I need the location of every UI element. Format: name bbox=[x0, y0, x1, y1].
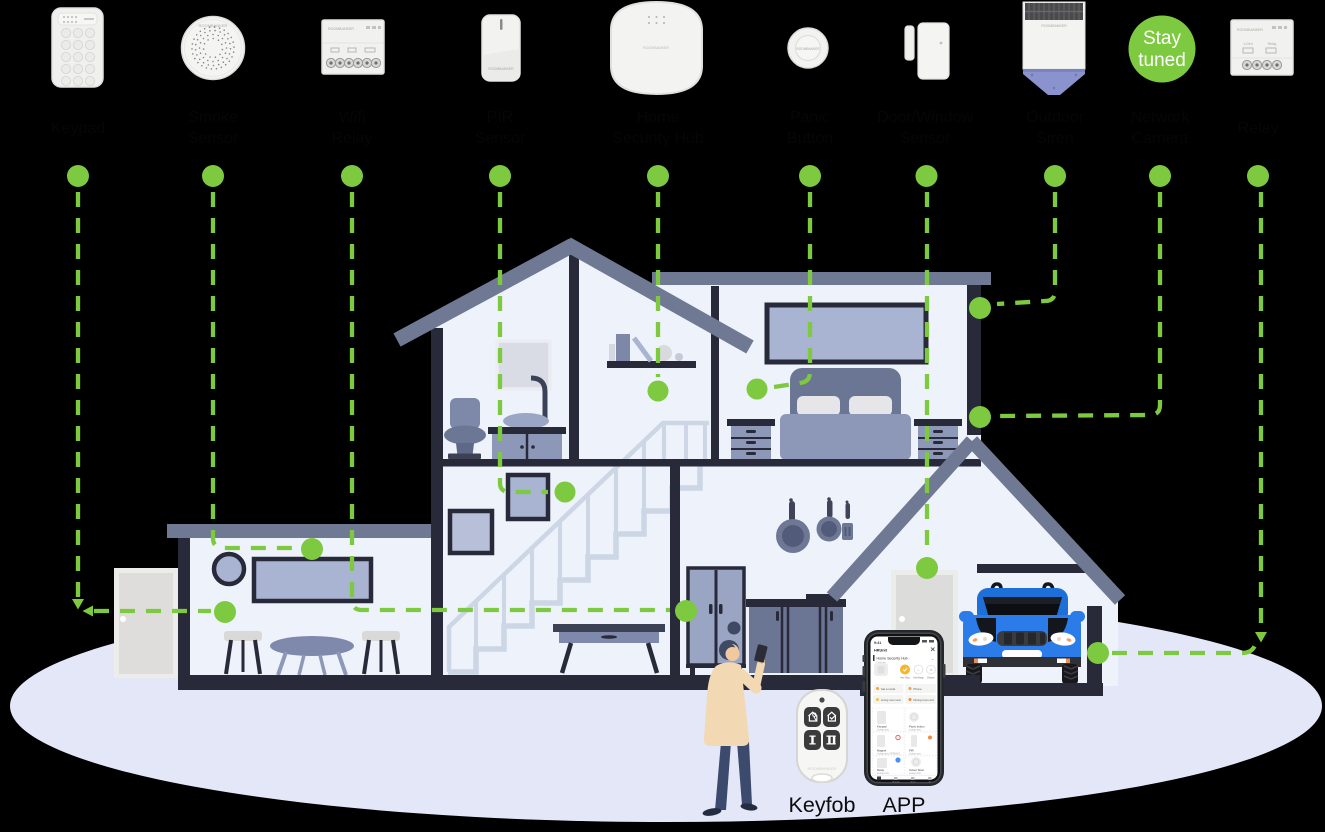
svg-text:ROOMBANKER: ROOMBANKER bbox=[1237, 28, 1263, 32]
svg-text:Sensor: Sensor bbox=[475, 130, 526, 147]
svg-text:Camera: Camera bbox=[1132, 130, 1189, 147]
svg-text:ROOMBANKER: ROOMBANKER bbox=[808, 766, 837, 771]
svg-text:Stay: Stay bbox=[1143, 28, 1182, 49]
svg-text:Scene: Scene bbox=[910, 782, 915, 784]
svg-text:Relay: Relay bbox=[877, 768, 885, 772]
svg-text:Keypad: Keypad bbox=[51, 120, 105, 137]
svg-text:Relay: Relay bbox=[332, 130, 373, 147]
svg-text:PIR: PIR bbox=[909, 749, 914, 753]
svg-text:⌄: ⌄ bbox=[931, 656, 934, 661]
svg-text:Home: Home bbox=[637, 109, 680, 126]
svg-text:APP: APP bbox=[882, 793, 925, 817]
svg-text:PIR: PIR bbox=[487, 109, 514, 126]
svg-text:Living room: Living room bbox=[909, 729, 921, 732]
svg-text:ROOMBANKER: ROOMBANKER bbox=[643, 46, 669, 50]
svg-text:Message: Message bbox=[892, 782, 899, 784]
svg-text:!: ! bbox=[898, 736, 899, 740]
svg-text:9:41: 9:41 bbox=[874, 641, 881, 645]
svg-text:Disarm: Disarm bbox=[927, 677, 935, 680]
svg-text:Living room: Living room bbox=[909, 753, 921, 756]
svg-text:HRUnit: HRUnit bbox=[874, 649, 888, 653]
svg-text:⌂: ⌂ bbox=[918, 668, 920, 672]
svg-text:Phone: Phone bbox=[914, 687, 923, 691]
svg-text:Home Security Hub: Home Security Hub bbox=[877, 657, 908, 661]
svg-text:Devices: Devices bbox=[877, 661, 887, 665]
svg-text:ROOMBANKER: ROOMBANKER bbox=[796, 47, 820, 51]
svg-text:1-Gen: 1-Gen bbox=[1243, 42, 1253, 46]
svg-text:Keypad: Keypad bbox=[877, 725, 887, 729]
svg-text:Siren: Siren bbox=[1036, 130, 1073, 147]
svg-text:ROOMBANKER: ROOMBANKER bbox=[488, 67, 514, 71]
svg-text:Living room: Living room bbox=[877, 772, 889, 775]
svg-text:tuned: tuned bbox=[1138, 50, 1186, 71]
svg-text:Relay: Relay bbox=[1268, 42, 1277, 46]
svg-text:Keyfob: Keyfob bbox=[789, 793, 856, 817]
svg-text:Living room: Living room bbox=[909, 772, 921, 775]
svg-text:Sensor: Sensor bbox=[188, 130, 239, 147]
svg-text:Living room OPENING...: Living room OPENING... bbox=[877, 753, 902, 756]
svg-text:Indoor Siren: Indoor Siren bbox=[909, 768, 925, 772]
svg-text:Anti Stay: Anti Stay bbox=[900, 677, 910, 680]
svg-text:Outdoor: Outdoor bbox=[1026, 109, 1084, 126]
svg-text:Sensor: Sensor bbox=[900, 130, 951, 147]
svg-text:Me: Me bbox=[929, 782, 932, 784]
svg-text:Network: Network bbox=[1131, 109, 1191, 126]
svg-text:Dining room arm: Dining room arm bbox=[914, 698, 935, 702]
svg-text:Panic button: Panic button bbox=[909, 725, 925, 729]
svg-text:ROOMBANKER: ROOMBANKER bbox=[199, 23, 228, 28]
svg-text:Magnet: Magnet bbox=[877, 749, 887, 753]
svg-text:Smoke: Smoke bbox=[188, 109, 238, 126]
svg-text:Anti Away: Anti Away bbox=[913, 677, 924, 680]
svg-text:ROOMBANKER: ROOMBANKER bbox=[1041, 24, 1067, 28]
svg-text:Living room: Living room bbox=[877, 729, 889, 732]
svg-text:Button: Button bbox=[787, 130, 833, 147]
svg-text:⏻: ⏻ bbox=[930, 668, 933, 672]
svg-text:Home: Home bbox=[877, 782, 882, 784]
svg-text:ROOMBANKER: ROOMBANKER bbox=[328, 27, 354, 31]
svg-text:Living room arm: Living room arm bbox=[881, 698, 902, 702]
svg-text:Set a mode: Set a mode bbox=[881, 687, 896, 691]
svg-text:Relay: Relay bbox=[1238, 120, 1279, 137]
svg-text:Security Hub: Security Hub bbox=[612, 130, 704, 147]
svg-text:Panic: Panic bbox=[790, 109, 830, 126]
svg-text:Wifi: Wifi bbox=[339, 109, 366, 126]
svg-text:Door/Window: Door/Window bbox=[877, 109, 973, 126]
